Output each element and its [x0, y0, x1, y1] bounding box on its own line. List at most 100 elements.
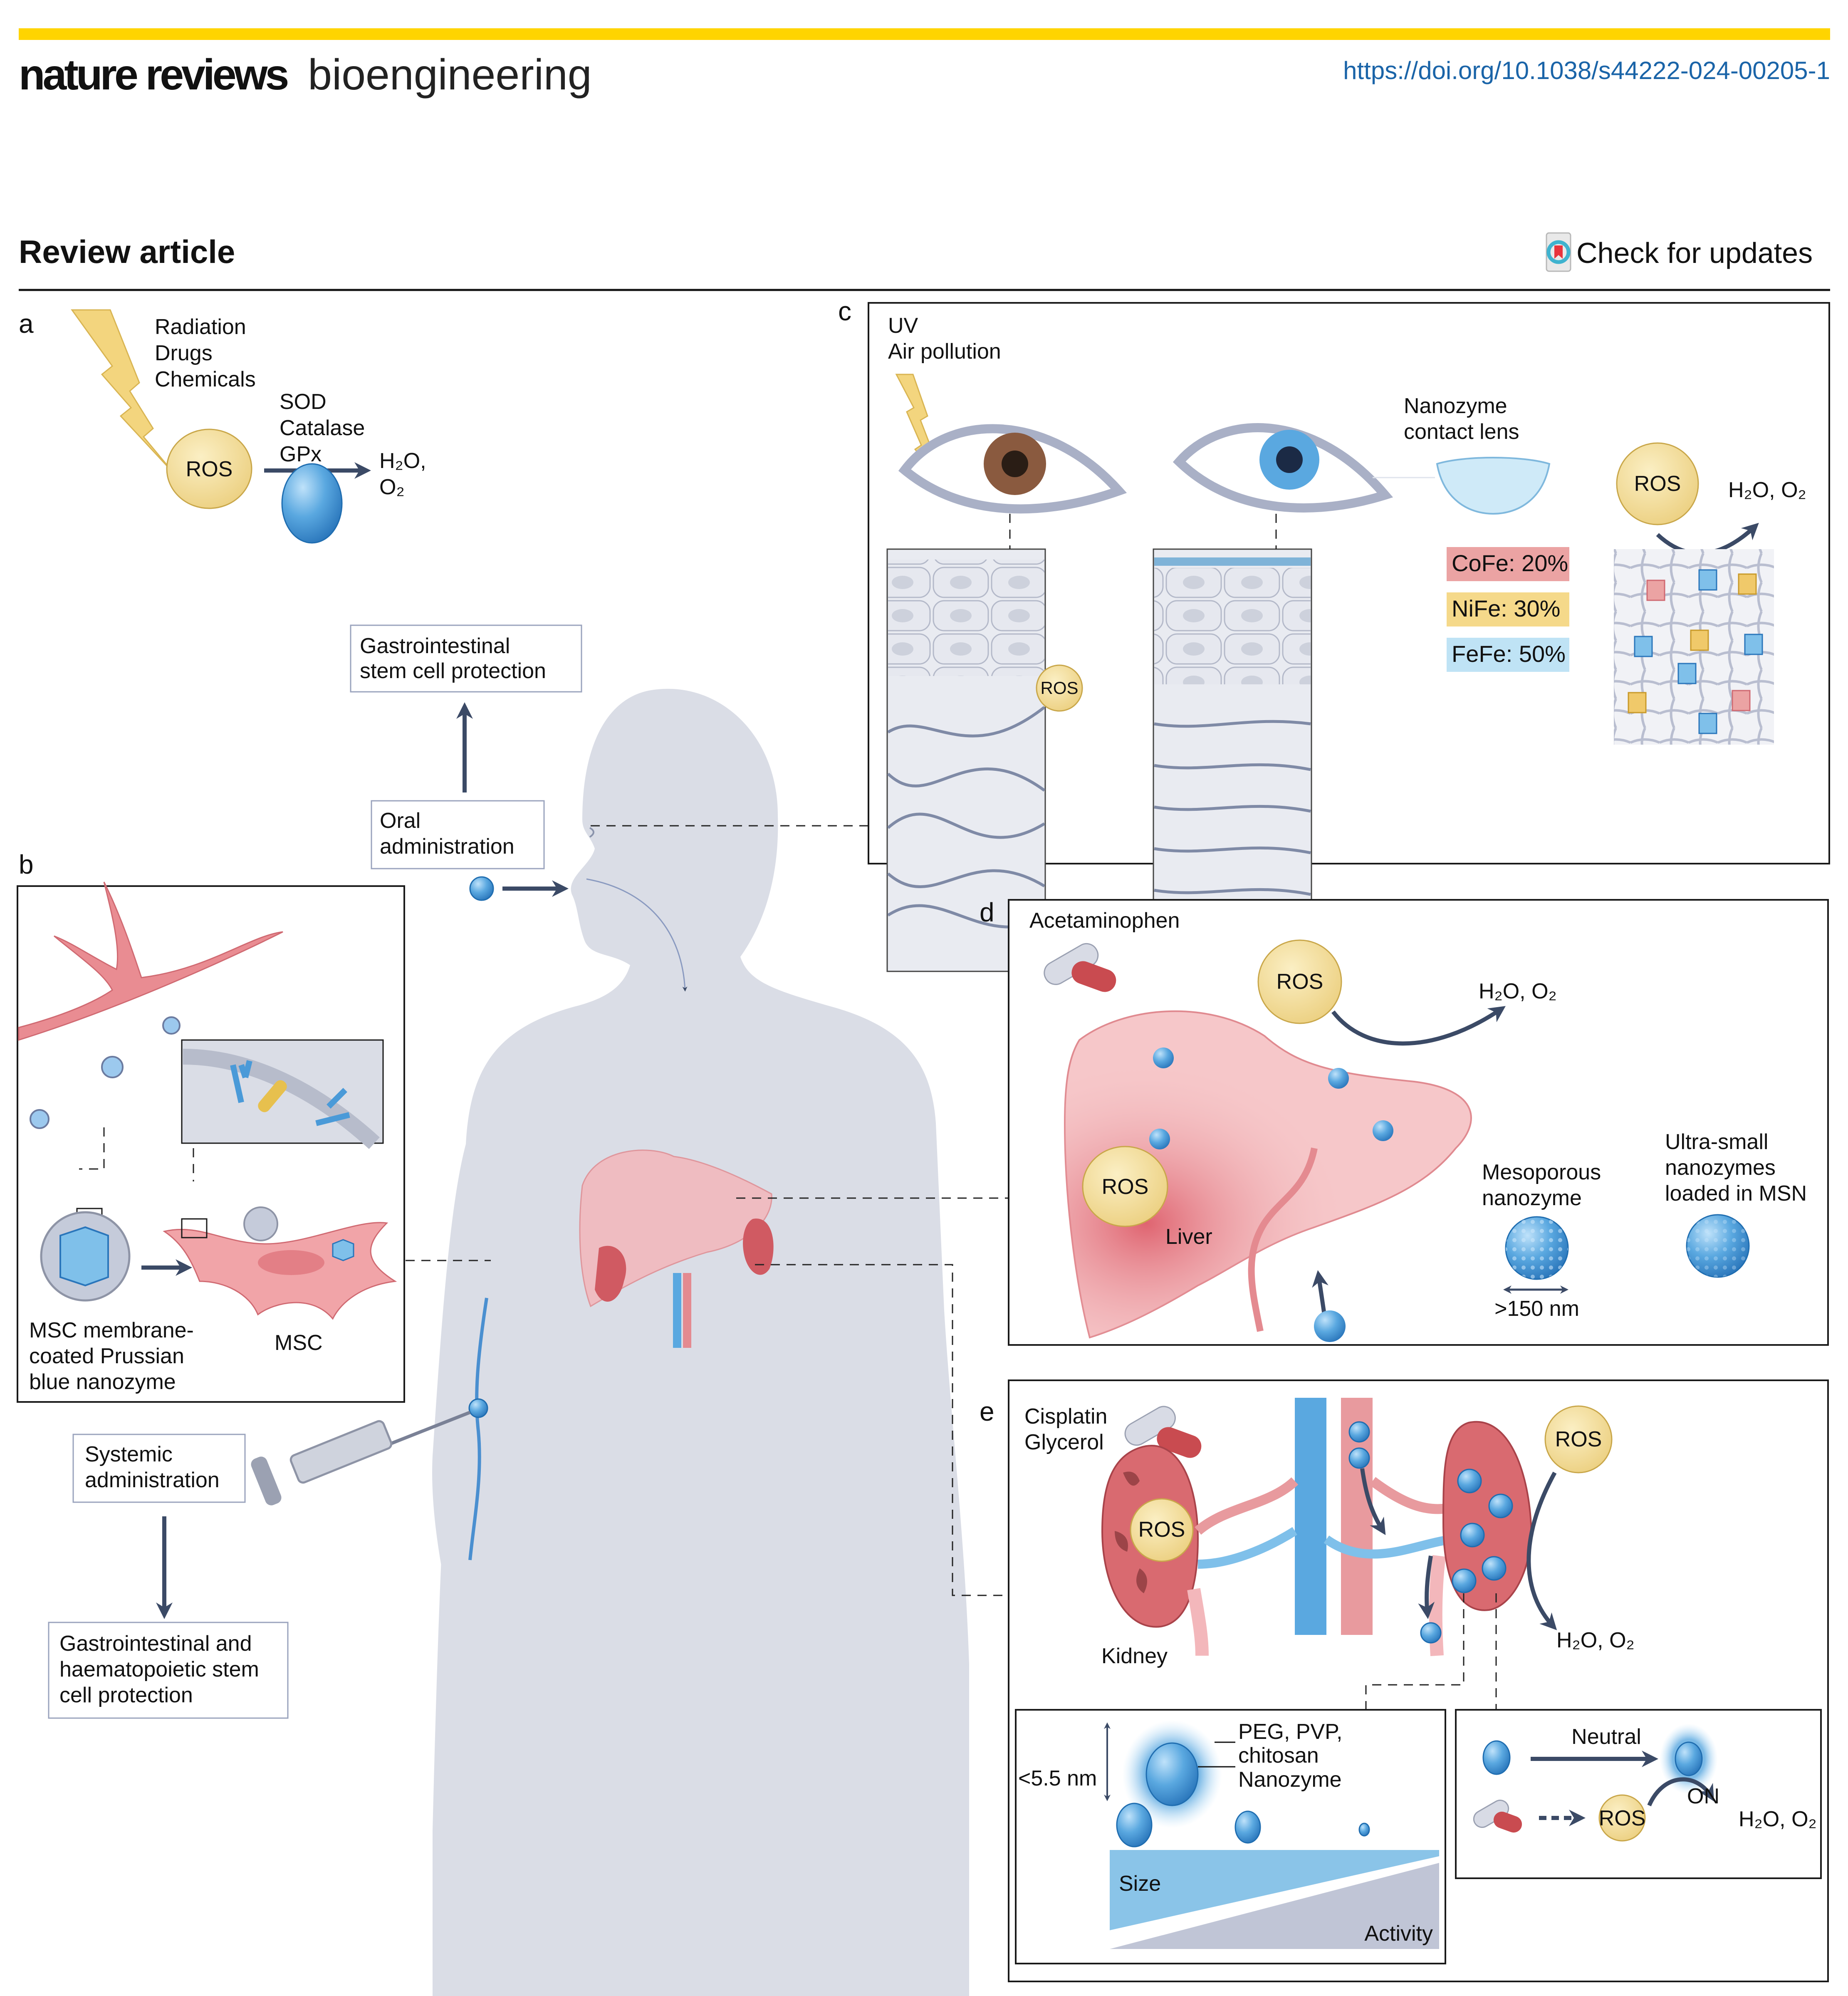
internalized-nanozyme	[332, 1239, 354, 1261]
torso-vena-cava	[673, 1273, 681, 1348]
svg-text:Mesoporous: Mesoporous	[1482, 1160, 1601, 1184]
svg-text:Size: Size	[1119, 1872, 1161, 1896]
panel-b-frame	[17, 885, 405, 1403]
svg-text:Ultra-small: Ultra-small	[1665, 1130, 1768, 1154]
nanozyme-cubes	[1628, 569, 1763, 734]
ros-bubble	[1130, 1498, 1194, 1562]
svg-text:Glycerol: Glycerol	[1024, 1430, 1104, 1454]
svg-text:Radiation: Radiation	[155, 315, 246, 339]
ros-conversion-arrow	[1331, 1006, 1506, 1046]
check-updates-icon	[1546, 240, 1571, 264]
pill-icon	[1473, 1800, 1522, 1833]
svg-text:ON: ON	[1687, 1784, 1719, 1808]
journal-name: nature reviews bioengineering	[19, 51, 592, 99]
connector-kidney-to-e	[755, 1264, 1009, 1596]
svg-text:SOD: SOD	[280, 390, 327, 414]
svg-text:Air pollution: Air pollution	[888, 339, 1001, 364]
nanozyme-active	[1675, 1741, 1703, 1776]
human-body-silhouette	[432, 688, 969, 1996]
zoom-marker	[181, 1218, 208, 1238]
ros-bubble	[1544, 1405, 1613, 1473]
ros-conversion-arrow	[1526, 1471, 1557, 1630]
damaged-eye	[898, 424, 1127, 514]
antibody-icon	[315, 1088, 350, 1126]
panel-a: a Radiation Drugs Chemicals ROS SOD Cata…	[19, 309, 426, 544]
svg-text:NiFe: 30%: NiFe: 30%	[1452, 595, 1560, 622]
ros-bubble	[1082, 1146, 1168, 1227]
connector-inset	[79, 1127, 194, 1181]
nanozyme-medium	[1234, 1810, 1261, 1844]
svg-text:nanozyme: nanozyme	[1482, 1186, 1582, 1210]
check-for-updates-button[interactable]: Check for updates	[1546, 232, 1813, 272]
renal-veins	[1197, 1527, 1458, 1569]
on-arrow	[1647, 1777, 1714, 1807]
svg-text:MSC: MSC	[275, 1331, 323, 1355]
nanozyme-small	[1358, 1823, 1370, 1837]
torso-organs	[579, 1149, 774, 1348]
check-updates-label[interactable]: Check for updates	[1576, 237, 1813, 269]
composition-swatch	[1447, 547, 1569, 581]
vena-cava	[1295, 1398, 1326, 1635]
torso-right-kidney	[743, 1218, 774, 1275]
systemic-outcome-box: Gastrointestinal and haematopoietic stem…	[48, 1622, 289, 1719]
svg-text:ROS: ROS	[1599, 1806, 1646, 1830]
antibody-icon	[230, 1060, 252, 1103]
svg-text:ROS: ROS	[1102, 1175, 1149, 1199]
svg-text:<5.5 nm: <5.5 nm	[1018, 1766, 1097, 1790]
healthy-epithelium	[1154, 568, 1311, 684]
svg-text:MSC membrane-: MSC membrane-	[29, 1318, 194, 1342]
svg-text:loaded in MSN: loaded in MSN	[1665, 1181, 1807, 1206]
vessel-nanozyme	[30, 1109, 49, 1129]
coated-nanozyme	[243, 1206, 278, 1241]
svg-text:Chemicals: Chemicals	[155, 367, 256, 391]
ros-bubble	[1616, 442, 1699, 525]
svg-text:O₂: O₂	[379, 475, 405, 499]
vessel-nanozyme	[101, 1056, 124, 1078]
coated-nanozyme	[1145, 1742, 1199, 1806]
svg-text:chitosan: chitosan	[1238, 1743, 1319, 1768]
panel-letter-c: c	[838, 296, 851, 326]
activity-gradient	[1110, 1863, 1439, 1949]
contact-lens-icon	[1436, 457, 1551, 515]
svg-text:administration: administration	[380, 835, 515, 859]
ros-bubble	[166, 428, 252, 509]
ros-bubble	[1036, 664, 1083, 712]
svg-text:ROS: ROS	[1555, 1427, 1602, 1451]
pore-pattern	[1687, 1215, 1749, 1277]
kidney-nanozymes	[1348, 1421, 1513, 1644]
panel-e: e Cisplatin Glycerol ROS Kidney	[980, 1379, 1829, 1982]
panel-b: b MSC membrane- coated Prussian blue nan…	[17, 849, 405, 1403]
healthy-stroma-fibers	[1154, 720, 1311, 938]
svg-text:nanozymes: nanozymes	[1665, 1156, 1776, 1180]
journal-name-bold: nature reviews	[19, 51, 288, 99]
lightning-icon	[71, 309, 176, 475]
svg-text:administration: administration	[85, 1468, 220, 1492]
panel-letter-e: e	[980, 1397, 995, 1426]
blood-vessel	[18, 882, 283, 1041]
liver-inflammation	[1065, 1011, 1471, 1337]
nanozyme-off	[1482, 1740, 1511, 1775]
nanozyme-sphere	[281, 463, 343, 544]
svg-text:contact lens: contact lens	[1404, 420, 1519, 444]
bookmark-icon	[1554, 245, 1563, 259]
doi-link[interactable]: https://doi.org/10.1038/s44222-024-00205…	[1343, 57, 1830, 84]
svg-text:Nanozyme: Nanozyme	[1238, 1768, 1342, 1792]
lipid-bilayer	[183, 1049, 380, 1149]
svg-text:PEG, PVP,: PEG, PVP,	[1238, 1720, 1343, 1744]
panel-c: c UV Air pollution Nanozyme contact lens…	[838, 296, 1830, 972]
panel-letter-d: d	[980, 897, 995, 927]
ros-bubble	[1598, 1794, 1646, 1842]
svg-text:H₂O, O₂: H₂O, O₂	[1556, 1628, 1635, 1652]
ureter	[1187, 1588, 1209, 1656]
hepatic-vessel	[1248, 1147, 1318, 1332]
lens-layer	[1154, 557, 1311, 566]
journal-name-light: bioengineering	[308, 51, 591, 99]
kidney-inset-connectors	[1365, 1593, 1497, 1710]
arm-vein	[468, 1298, 488, 1560]
msc-nucleus	[258, 1250, 324, 1275]
nanozyme-large	[1116, 1803, 1153, 1847]
svg-text:stem cell protection: stem cell protection	[360, 659, 546, 683]
svg-text:CoFe: 20%: CoFe: 20%	[1452, 550, 1568, 576]
syringe-icon	[251, 1411, 471, 1506]
